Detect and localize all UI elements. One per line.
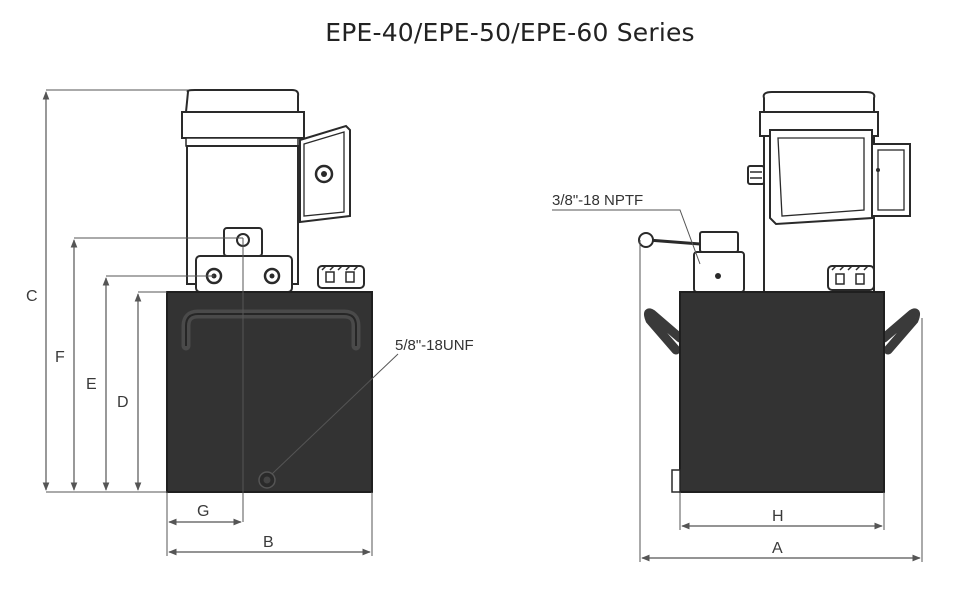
side-extension-lines [639, 240, 923, 562]
side-tank [643, 291, 921, 493]
dim-label-b: B [263, 534, 274, 551]
dim-label-g: G [197, 503, 209, 520]
front-motor [181, 89, 351, 285]
front-callout-leader [271, 353, 399, 475]
side-callout-leader [552, 209, 701, 265]
dim-label-h: H [772, 508, 784, 525]
side-horizontal-dimensions [641, 522, 921, 562]
front-vertical-dimensions [42, 91, 142, 491]
dim-label-d: D [117, 394, 129, 411]
front-view: C F E D G B 5/8"-18UNF [24, 89, 474, 556]
dim-label-c: C [26, 288, 38, 305]
page-title: EPE-40/EPE-50/EPE-60 Series [325, 18, 695, 47]
callout-3-8-18-nptf: 3/8"-18 NPTF [552, 192, 643, 209]
dim-label-e: E [86, 376, 97, 393]
side-filler-cap [827, 265, 875, 291]
front-extension-lines [46, 89, 373, 556]
front-horizontal-dimensions [168, 518, 371, 556]
side-motor [747, 91, 911, 295]
side-view: 3/8"-18 NPTF H A [552, 91, 923, 562]
callout-5-8-18unf: 5/8"-18UNF [395, 337, 474, 354]
front-filler-cap [317, 265, 365, 289]
side-valve [638, 231, 745, 293]
dim-label-f: F [55, 349, 65, 366]
dim-label-a: A [772, 540, 783, 557]
front-tank [166, 291, 373, 493]
